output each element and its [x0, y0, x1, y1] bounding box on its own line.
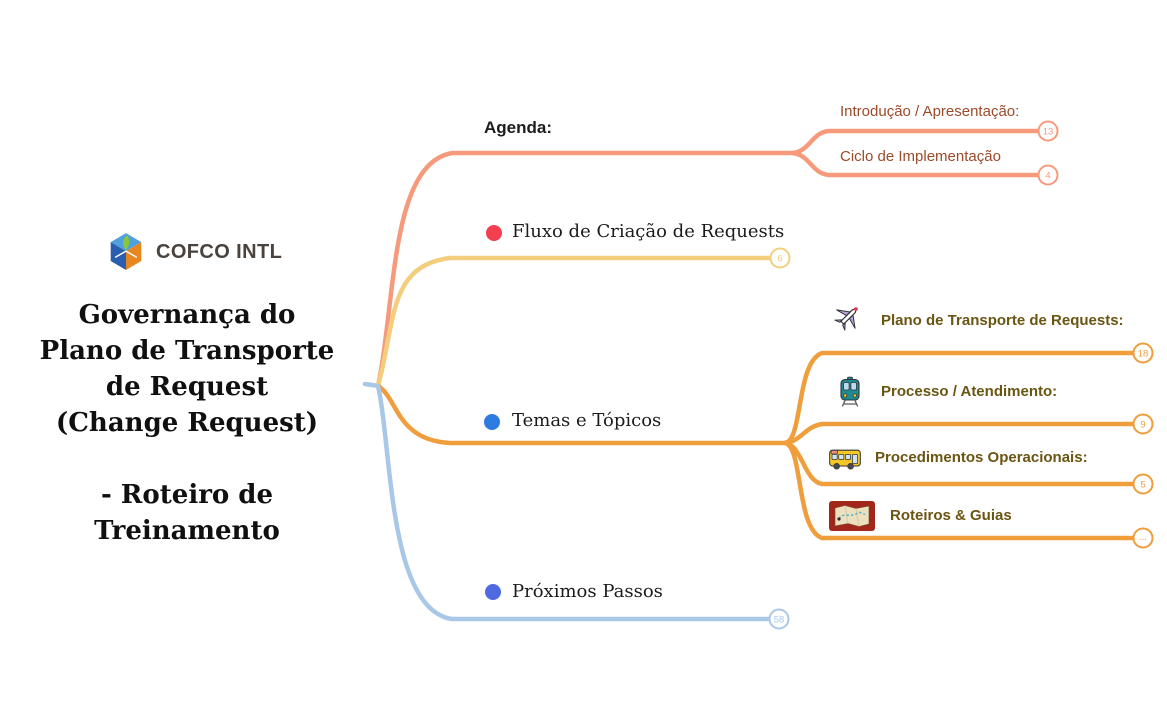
title-line — [17, 441, 357, 477]
svg-text:5: 5 — [1140, 480, 1145, 491]
topic-processo-atendimento[interactable]: Processo / Atendimento: — [881, 383, 1058, 400]
topic-temas-topicos[interactable]: Temas e Tópicos — [512, 410, 662, 431]
train-icon — [840, 376, 860, 407]
title-line: (Change Request) — [55, 408, 319, 438]
badge-ciclo[interactable]: 4 — [1037, 164, 1059, 186]
title-line: Governança do — [78, 300, 296, 330]
svg-text:6: 6 — [777, 254, 782, 265]
title-line: Plano de Transporte — [39, 336, 335, 366]
branch-plano-line — [782, 350, 1136, 446]
topic-ciclo-implementacao[interactable]: Ciclo de Implementação — [840, 148, 1001, 165]
svg-text:9: 9 — [1140, 420, 1145, 431]
topic-plano-transporte-requests[interactable]: Plano de Transporte de Requests: — [881, 312, 1124, 329]
map-icon — [829, 501, 875, 531]
title-line: de Request — [105, 372, 269, 402]
svg-text:58: 58 — [774, 615, 785, 626]
cofco-logo: COFCO INTL — [108, 231, 282, 273]
root-node-title[interactable]: Governança do Plano de Transporte de Req… — [17, 297, 357, 549]
indigo-circle-icon — [485, 584, 501, 600]
topic-roteiros-guias[interactable]: Roteiros & Guias — [890, 507, 1012, 524]
branch-agenda-line — [375, 150, 796, 389]
svg-text:...: ... — [1139, 532, 1147, 543]
branch-ciclo-line — [790, 150, 1041, 178]
topic-proximos-passos[interactable]: Próximos Passos — [512, 581, 663, 602]
badge-plano[interactable]: 18 — [1132, 342, 1154, 364]
badge-procedimentos[interactable]: 5 — [1132, 473, 1154, 495]
badge-proximos[interactable]: 58 — [768, 608, 790, 630]
bus-icon — [829, 449, 861, 470]
topic-fluxo-criacao-requests[interactable]: Fluxo de Criação de Requests — [512, 221, 785, 242]
badge-fluxo[interactable]: 6 — [769, 247, 791, 269]
badge-introducao[interactable]: 13 — [1037, 120, 1059, 142]
badge-processo[interactable]: 9 — [1132, 413, 1154, 435]
branch-proximos-line — [375, 383, 772, 622]
red-circle-icon — [486, 225, 502, 241]
topic-agenda[interactable]: Agenda: — [484, 118, 552, 137]
badge-roteiros[interactable]: ... — [1132, 527, 1154, 549]
branch-fluxo-line — [375, 255, 773, 389]
svg-text:13: 13 — [1043, 127, 1054, 138]
title-line: Treinamento — [94, 516, 280, 546]
airplane-icon — [834, 307, 858, 331]
title-line: - Roteiro de — [100, 480, 274, 510]
cofco-cube-icon — [110, 233, 142, 270]
branch-temas-line — [375, 383, 788, 446]
svg-text:4: 4 — [1045, 171, 1050, 182]
branch-processo-line — [782, 421, 1136, 446]
branch-roteiros-line — [782, 440, 1136, 541]
svg-text:18: 18 — [1138, 349, 1149, 360]
topic-introducao-apresentacao[interactable]: Introdução / Apresentação: — [840, 103, 1020, 120]
blue-circle-icon — [484, 414, 500, 430]
topic-procedimentos-operacionais[interactable]: Procedimentos Operacionais: — [875, 449, 1088, 466]
logo-text: COFCO INTL — [156, 240, 283, 263]
